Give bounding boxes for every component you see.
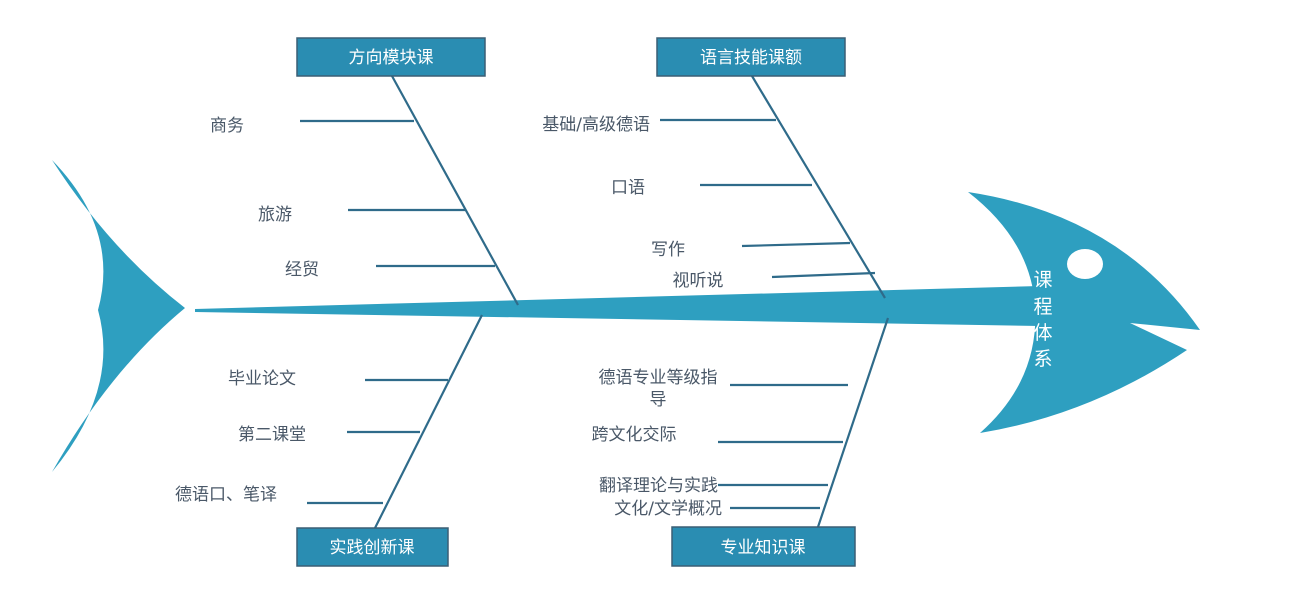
category-title: 语言技能课额 [700, 48, 802, 68]
category-box-direction: 方向模块课 [296, 37, 486, 77]
rib-label: 口语 [611, 178, 645, 198]
category-title: 方向模块课 [349, 48, 434, 68]
head-label-2: 程 [1033, 296, 1052, 318]
head-label-4: 系 [1033, 348, 1052, 370]
category-title: 专业知识课 [721, 538, 806, 558]
rib-label: 德语专业等级指 [599, 368, 718, 388]
fish-tail [52, 160, 185, 472]
rib-label: 跨文化交际 [592, 425, 677, 445]
category-box-knowledge: 专业知识课 [671, 526, 856, 567]
fish-eye [1067, 249, 1103, 279]
rib-label: 翻译理论与实践 [599, 476, 718, 496]
rib-label-continued: 导 [650, 390, 667, 410]
rib-label: 旅游 [258, 205, 292, 225]
rib-label: 德语口、笔译 [175, 485, 277, 505]
rib [771, 271, 876, 279]
rib-label: 毕业论文 [228, 369, 296, 389]
rib-label: 视听说 [673, 271, 724, 291]
bone-knowledge [816, 317, 890, 528]
rib-label: 经贸 [285, 260, 319, 280]
rib-label: 商务 [210, 116, 244, 136]
category-title: 实践创新课 [330, 538, 415, 558]
rib-label: 基础/高级德语 [542, 115, 650, 135]
rib-label: 写作 [651, 240, 685, 260]
bone-direction [391, 75, 519, 306]
fish-spine [195, 286, 1040, 326]
category-box-practice: 实践创新课 [296, 527, 449, 567]
rib-label: 文化/文学概况 [614, 499, 722, 519]
bone-language [751, 75, 886, 299]
fish-head [968, 192, 1200, 433]
head-label-3: 体 [1033, 322, 1052, 344]
bone-practice [374, 314, 483, 529]
rib [741, 241, 851, 248]
category-box-language: 语言技能课额 [656, 37, 846, 77]
rib-label: 第二课堂 [238, 425, 306, 445]
head-label-1: 课 [1033, 269, 1052, 291]
